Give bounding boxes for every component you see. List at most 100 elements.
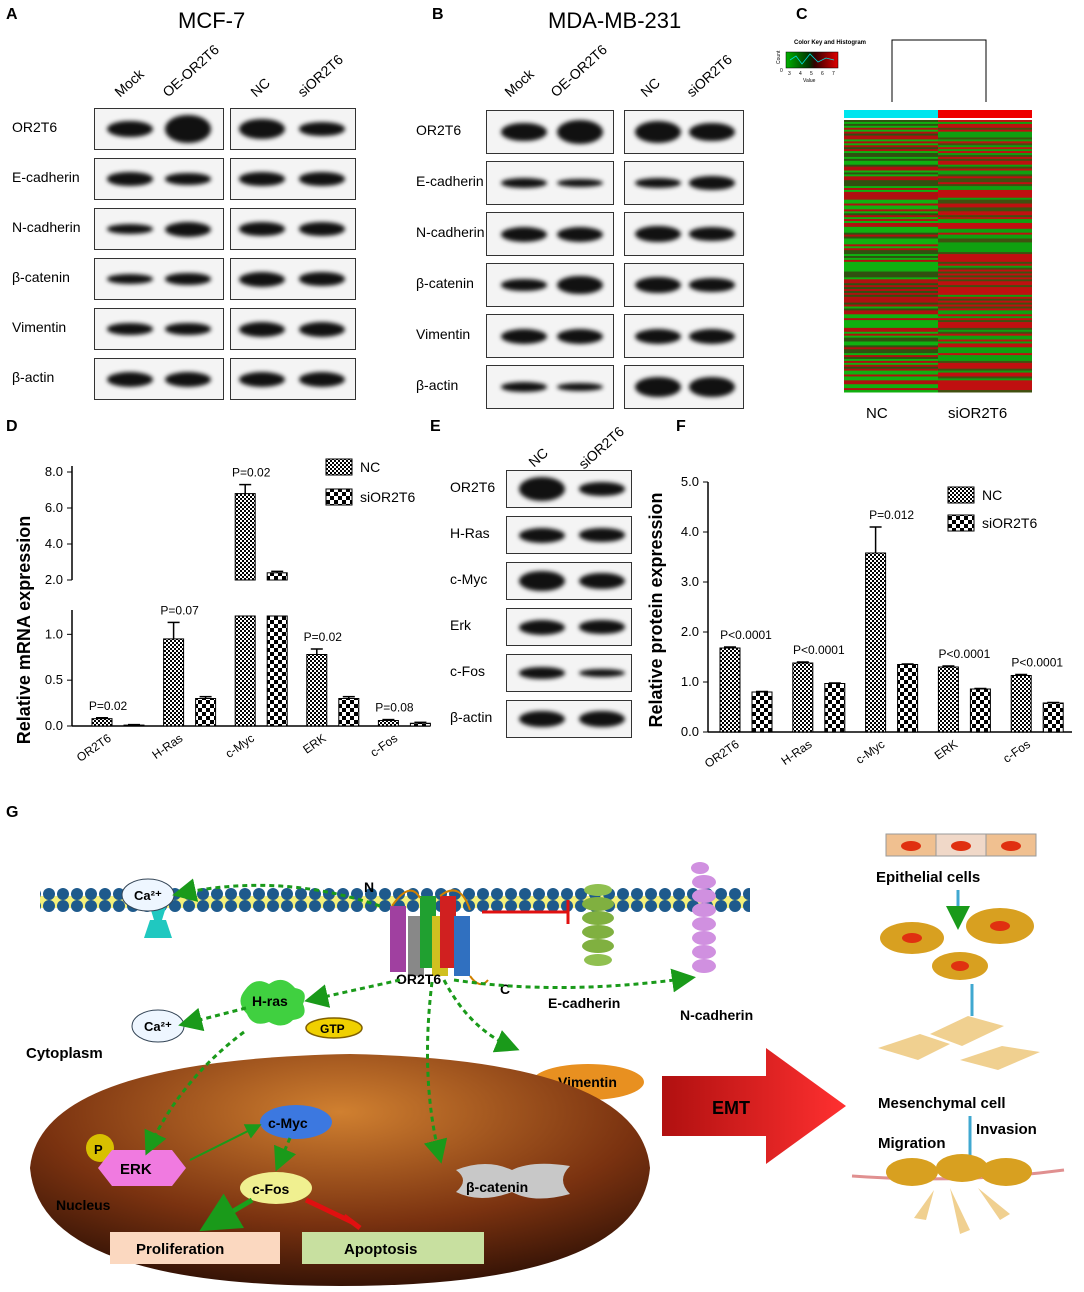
heatmap-cell	[844, 199, 938, 203]
group-bar-siOR2T6	[938, 110, 1032, 118]
c-terminal-label: C	[500, 981, 510, 997]
panel-a-col-label: NC	[247, 74, 274, 100]
heatmap-cell	[938, 156, 1032, 160]
heatmap-cell	[938, 370, 1032, 374]
heatmap-cell	[938, 318, 1032, 321]
color-key-zero: 0	[780, 68, 783, 74]
heatmap-cell	[844, 224, 938, 228]
heatmap-cell	[844, 248, 938, 251]
blot-band	[519, 710, 565, 728]
blot-box	[506, 608, 632, 646]
heatmap-cell	[938, 382, 1032, 385]
chart-d-bar	[234, 615, 256, 727]
heatmap-cell	[938, 322, 1032, 325]
heatmap-cell	[844, 120, 938, 123]
blot-box	[486, 263, 614, 307]
heatmap-cell	[844, 238, 938, 241]
heatmap-cell	[844, 252, 938, 255]
heatmap-cell	[844, 302, 938, 306]
heatmap-cell	[938, 121, 1032, 125]
heatmap-cell	[844, 162, 938, 166]
heatmap-cell	[844, 339, 938, 342]
heatmap-cell	[844, 345, 938, 348]
heatmap-cell	[844, 170, 938, 173]
apoptosis-box	[302, 1232, 484, 1264]
blot-band	[579, 572, 625, 590]
blot-box	[506, 516, 632, 554]
chart-f-category-label: ERK	[932, 737, 960, 763]
heatmap-cell	[938, 186, 1032, 189]
heatmap-cell	[938, 366, 1032, 370]
panel-a-col-label: Mock	[111, 65, 147, 100]
heatmap-cell	[844, 211, 938, 214]
chart-f-bar	[824, 683, 846, 733]
heatmap-cell	[938, 327, 1032, 331]
heatmap-cell	[844, 230, 938, 234]
heatmap-cell	[938, 335, 1032, 339]
heatmap-cell	[938, 360, 1032, 364]
heatmap-cell	[844, 318, 938, 321]
heatmap-cell	[844, 322, 938, 325]
chart-f-bar	[792, 662, 814, 733]
blot-box	[506, 700, 632, 738]
receptor-label: OR2T6	[396, 971, 441, 987]
heatmap-cell	[844, 256, 938, 259]
blot-band	[299, 172, 345, 186]
heatmap-cell	[844, 370, 938, 374]
chart-d-legend-swatch	[325, 458, 353, 476]
blot-box	[486, 314, 614, 358]
chart-d-bar	[338, 698, 360, 727]
chart-d-tick-label: 2.0	[45, 572, 63, 587]
chart-d-tick-label: 0.0	[45, 718, 63, 733]
chart-f-p-value: P<0.0001	[720, 628, 772, 642]
heatmap-cell	[844, 267, 938, 271]
blot-box	[230, 108, 356, 150]
heatmap-cell	[938, 170, 1032, 173]
heatmap-cell	[844, 294, 938, 298]
heatmap-cell	[938, 290, 1032, 294]
heatmap-cell	[844, 314, 938, 317]
blot-band	[579, 710, 625, 728]
blot-band	[299, 321, 345, 337]
blot-band	[299, 222, 345, 236]
heatmap-cell	[938, 265, 1032, 269]
heatmap-cell	[844, 388, 938, 391]
blot-row-label: OR2T6	[450, 479, 496, 495]
activation-arrow	[199, 1193, 254, 1232]
chart-d-category-label: c-Myc	[223, 731, 257, 761]
blot-row-label: E-cadherin	[416, 173, 484, 189]
heatmap-cell	[938, 158, 1032, 162]
blot-band	[579, 482, 625, 496]
color-key-bar	[785, 51, 839, 69]
heatmap-cell	[844, 201, 938, 205]
heatmap-cell	[844, 296, 938, 300]
blot-band	[635, 178, 681, 188]
erk-shape	[98, 1150, 186, 1186]
blot-row-label: H-Ras	[450, 525, 490, 541]
heatmap-cell	[938, 273, 1032, 276]
chart-d-ylabel: Relative mRNA expression	[14, 516, 34, 744]
heatmap-cell	[844, 143, 938, 146]
heatmap-cell	[844, 151, 938, 154]
heatmap-cell	[844, 168, 938, 172]
heatmap-cell	[938, 234, 1032, 238]
chart-f-legend-label: NC	[982, 487, 1002, 503]
heatmap-cell	[844, 324, 938, 327]
panel-label-d: D	[6, 418, 18, 435]
heatmap-cell	[844, 153, 938, 156]
pathway-diagram: Ca²⁺ Ca²⁺ N C OR2T6 E-cadherin N-cadheri	[26, 833, 1065, 1286]
chart-d-tick-label: 1.0	[45, 626, 63, 641]
chart-f-bar	[969, 688, 991, 733]
cytoplasm-label: Cytoplasm	[26, 1045, 103, 1062]
panel-a-col-label: OE-OR2T6	[159, 41, 223, 100]
chart-f-tick-label: 1.0	[681, 674, 699, 689]
heatmap-cell	[938, 331, 1032, 335]
heatmap-cell	[844, 304, 938, 308]
heatmap-cell	[844, 145, 938, 148]
panel-b-col-label: siOR2T6	[683, 51, 736, 100]
blot-row-label: N-cadherin	[416, 224, 485, 240]
heatmap-cell	[938, 145, 1032, 148]
heatmap-cell	[938, 390, 1032, 393]
heatmap-cell	[938, 333, 1032, 337]
heatmap-cell	[938, 166, 1032, 170]
